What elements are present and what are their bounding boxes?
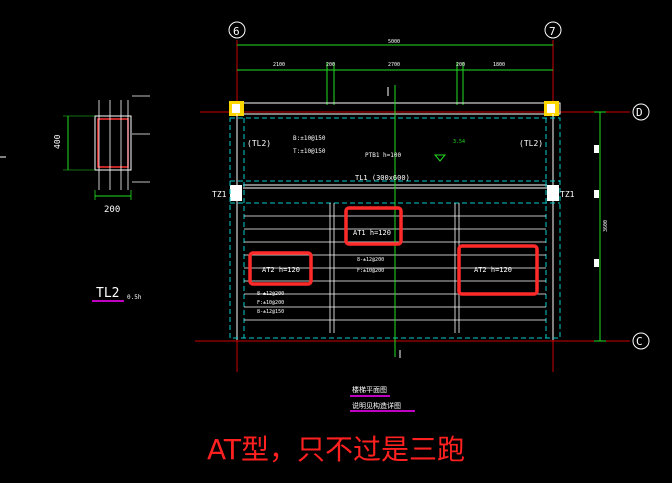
mid-note-1: 8-±12@200 <box>357 257 384 263</box>
flight-right: AT2 h=120 <box>474 266 512 274</box>
highlight-at1 <box>344 206 403 246</box>
plan-title-2: 说明见构造详图 <box>352 401 401 410</box>
section-beam-suffix: 0.5h <box>127 294 142 301</box>
left-note-3: 8-±12@150 <box>257 309 284 315</box>
flight-mid: AT1 h=120 <box>353 229 391 237</box>
axis-6-label: 6 <box>233 25 240 38</box>
sub-dim-5: 1800 <box>493 62 505 68</box>
left-note-2: F:±10@200 <box>257 300 284 306</box>
grid-axes: 6 7 D C <box>195 21 650 372</box>
TZ-left: TZ1 <box>212 190 227 199</box>
sub-dim-1: 2100 <box>273 62 285 68</box>
slab-pt: PTB1 h=100 <box>365 152 402 159</box>
beam-TL2-left: (TL2) <box>247 139 271 148</box>
sub-dim-4: 200 <box>456 62 465 68</box>
walls <box>229 101 599 340</box>
caption: AT型，只不过是三跑 <box>206 433 466 466</box>
beam-section-detail: 400 200 TL2 0.5h <box>0 95 150 302</box>
section-width-label: 200 <box>104 205 120 215</box>
flight-left: AT2 h=120 <box>262 266 300 274</box>
dimensions: 5000 2100 200 2700 200 1800 3600 <box>237 39 609 342</box>
axis-D-label: D <box>636 106 643 119</box>
highlight-boxes <box>248 206 539 296</box>
TZ-right: TZ1 <box>560 190 575 199</box>
overall-dim: 5000 <box>388 39 400 45</box>
plan-title-1: 楼梯平面图 <box>352 385 387 394</box>
slab-rebar-1: B:±10@150 <box>293 135 326 142</box>
sub-dim-2: 200 <box>326 62 335 68</box>
mid-note-2: F:±10@200 <box>357 268 384 274</box>
slab-rebar-2: T:±10@150 <box>293 148 326 155</box>
sub-dim-3: 2700 <box>388 62 400 68</box>
beam-TL2-right: (TL2) <box>519 139 543 148</box>
level-mark: 3.54 <box>453 139 465 145</box>
section-beam-label: TL2 <box>96 286 119 301</box>
highlight-at2-right <box>457 244 539 296</box>
highlight-at2-left <box>248 251 313 286</box>
side-dim: 3600 <box>603 220 609 232</box>
axis-C-label: C <box>636 335 643 348</box>
axis-7-label: 7 <box>549 25 556 38</box>
cut-line <box>387 85 401 358</box>
beam-TL1: TL1 (300x600) <box>355 174 410 182</box>
left-note-1: 8-±12@200 <box>257 291 284 297</box>
section-height-label: 400 <box>53 134 62 149</box>
plan-labels: (TL2) (TL2) B:±10@150 T:±10@150 PTB1 h=1… <box>212 135 575 412</box>
